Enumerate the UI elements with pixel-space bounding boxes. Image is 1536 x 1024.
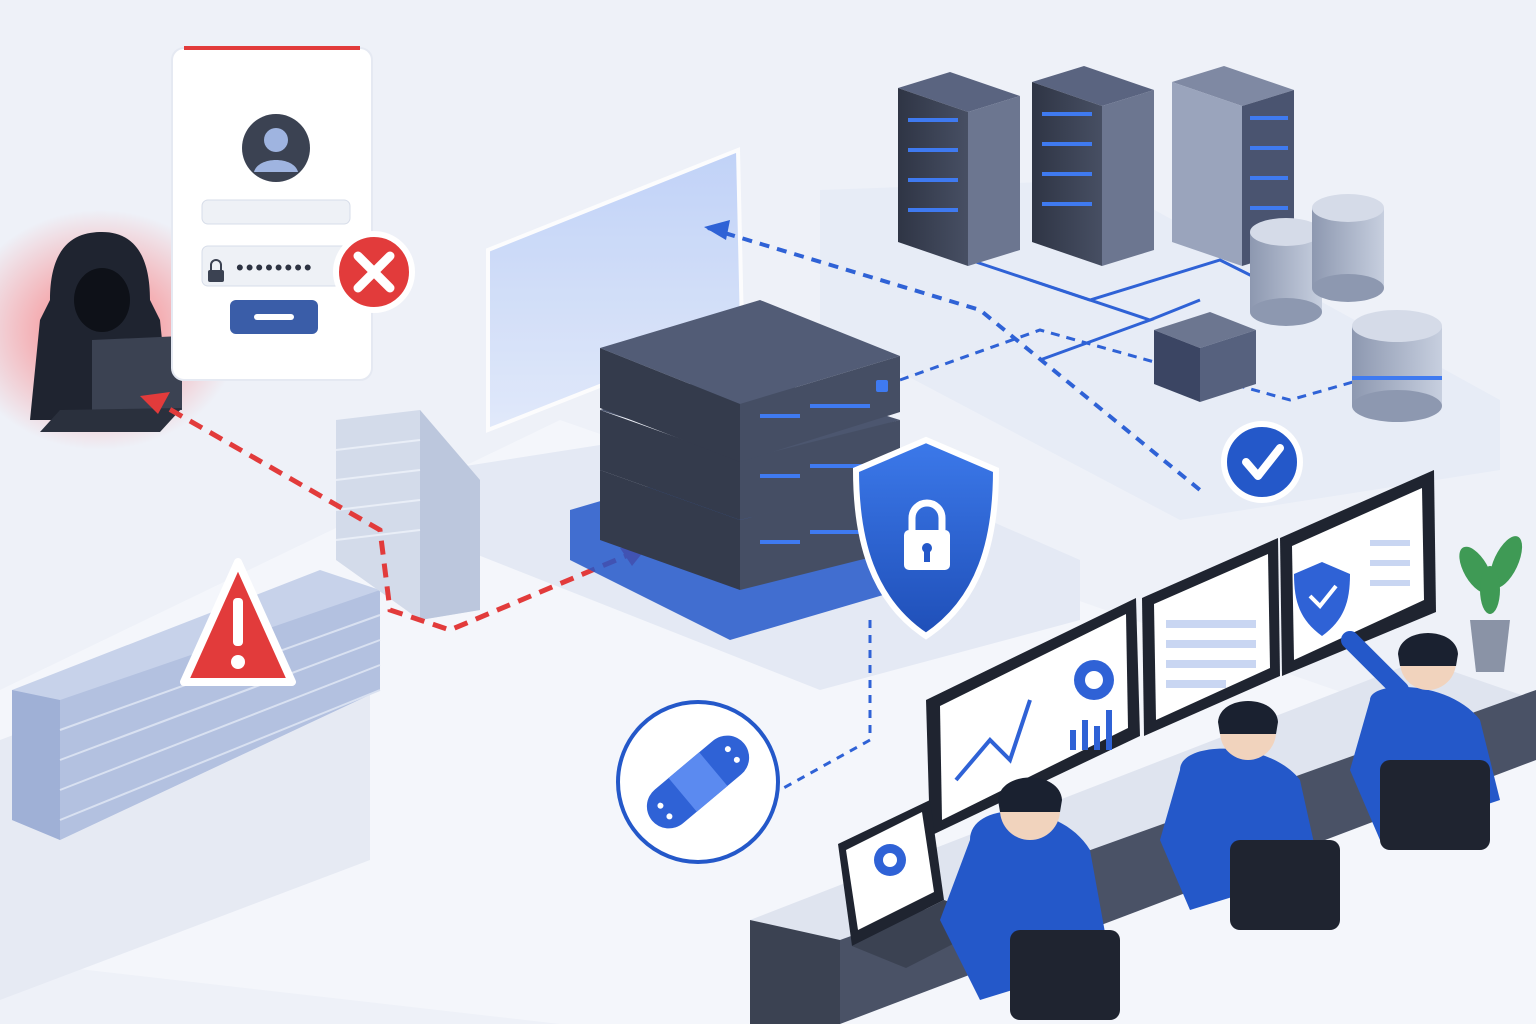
operator-3 bbox=[1341, 631, 1500, 850]
database-2 bbox=[1312, 194, 1384, 302]
datacenter-network-lines bbox=[969, 258, 1261, 362]
monitor-middle bbox=[1142, 538, 1280, 736]
shield-lock-icon bbox=[852, 436, 1000, 640]
hacker-face bbox=[74, 268, 130, 332]
user-avatar-icon bbox=[242, 114, 310, 182]
monitor-right bbox=[1280, 470, 1436, 676]
attack-arrowhead-hacker bbox=[140, 392, 170, 414]
desk-laptop bbox=[838, 800, 1000, 968]
operator-2-chair bbox=[1230, 840, 1340, 930]
login-card: •••••••• bbox=[171, 46, 373, 381]
server-rack-2 bbox=[1032, 66, 1154, 266]
chart-icon bbox=[954, 699, 1032, 782]
check-mark-icon bbox=[1221, 421, 1303, 503]
username-field[interactable] bbox=[201, 199, 351, 225]
server-rack-1 bbox=[898, 72, 1020, 266]
database-1 bbox=[1250, 218, 1322, 326]
hacker-figure bbox=[30, 232, 182, 432]
operator-2 bbox=[1160, 701, 1340, 930]
central-server-stack bbox=[570, 300, 900, 640]
operator-1 bbox=[940, 777, 1120, 1020]
network-switch-box bbox=[1154, 312, 1256, 402]
secure-arrowhead bbox=[704, 220, 730, 240]
padlock-icon bbox=[208, 259, 224, 282]
firewall-wall-left bbox=[12, 570, 381, 840]
firewall-wall-pillar bbox=[335, 410, 480, 620]
operator-1-chair bbox=[1010, 930, 1120, 1020]
verified-badge bbox=[1221, 421, 1303, 503]
warning-triangle-icon bbox=[180, 558, 296, 686]
monitor-left bbox=[926, 598, 1140, 836]
plant-icon bbox=[1459, 536, 1523, 672]
database-cylinders bbox=[1250, 194, 1442, 422]
operator-3-chair bbox=[1380, 760, 1490, 850]
access-denied-badge bbox=[333, 231, 415, 313]
operator-3-pointing-arm bbox=[1341, 631, 1409, 699]
login-button-label bbox=[254, 314, 294, 320]
password-mask: •••••••• bbox=[236, 255, 314, 280]
server-rack-3 bbox=[1172, 66, 1294, 266]
bandage-patch-icon bbox=[616, 700, 780, 864]
database-3 bbox=[1352, 310, 1442, 422]
server-unit-top bbox=[600, 300, 900, 462]
